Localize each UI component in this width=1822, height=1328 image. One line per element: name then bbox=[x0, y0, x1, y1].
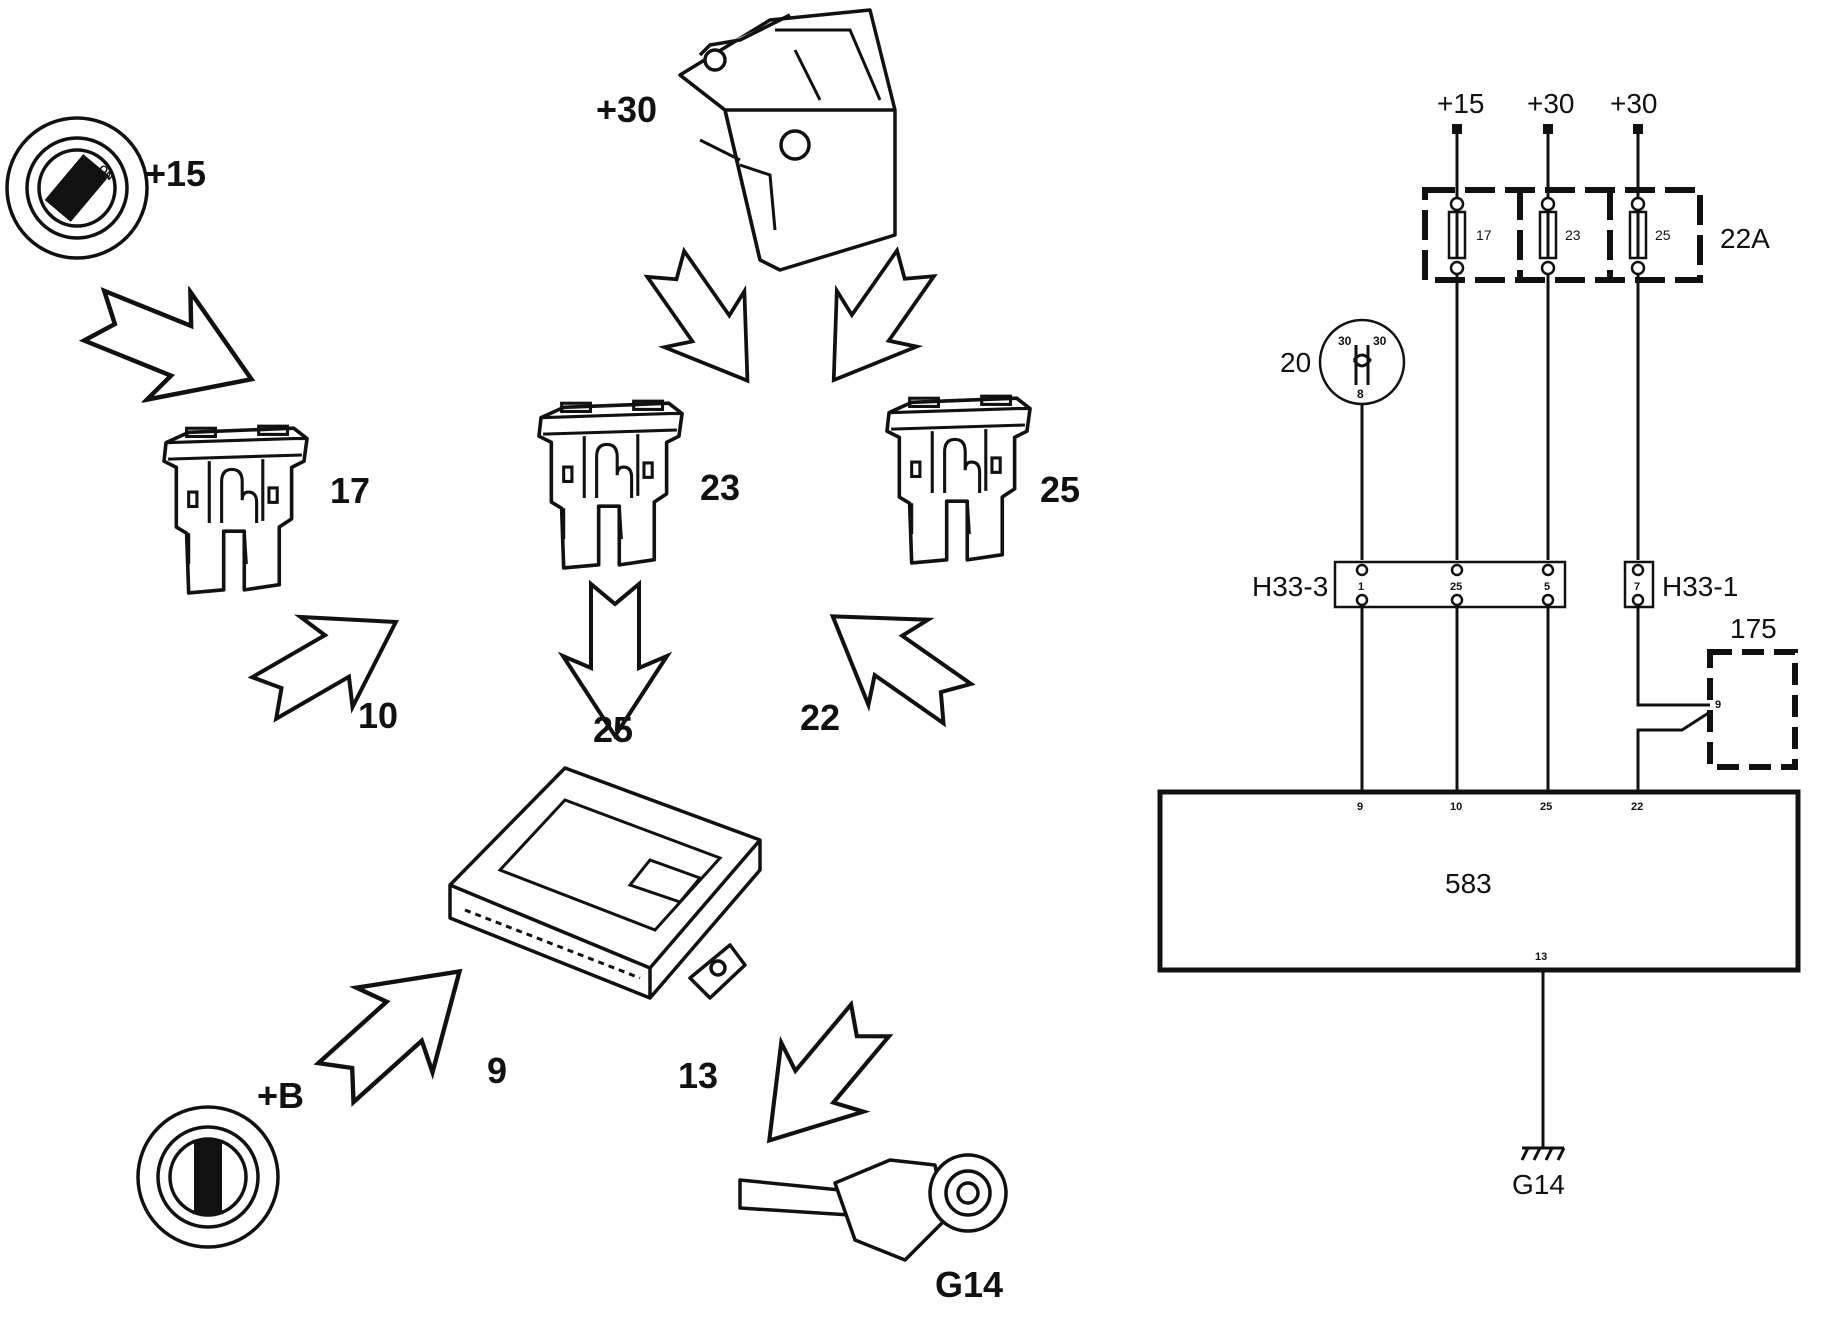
switch-terminal-a: 30 bbox=[1338, 334, 1352, 348]
module-pin-13: 13 bbox=[1535, 951, 1547, 963]
fuse-box-label: 22A bbox=[1720, 223, 1770, 254]
pin-label-22: 22 bbox=[800, 697, 840, 738]
connector-right-label: H33-1 bbox=[1662, 571, 1738, 602]
switch-label: 20 bbox=[1280, 347, 1311, 378]
power-switch-b bbox=[136, 1105, 280, 1249]
fuse-label-25: 25 bbox=[1040, 469, 1080, 510]
h33-3-pin-25: 25 bbox=[1450, 581, 1462, 593]
battery-label: +30 bbox=[596, 89, 657, 130]
battery-icon bbox=[678, 8, 897, 272]
optional-module-label: 175 bbox=[1730, 613, 1777, 644]
schematic-fuse-23-num: 23 bbox=[1565, 227, 1581, 243]
switch-terminal-b: 30 bbox=[1373, 334, 1387, 348]
ignition-label: +15 bbox=[145, 153, 206, 194]
pin-label-25: 25 bbox=[593, 709, 633, 750]
fuse-25-icon bbox=[885, 394, 1032, 565]
arrow-module-to-ground bbox=[728, 986, 911, 1175]
fuse-box-22a bbox=[1422, 187, 1703, 283]
supply-label-15: +15 bbox=[1437, 88, 1485, 119]
schematic-fuse-25-num: 25 bbox=[1655, 227, 1671, 243]
arrow-battery-to-fuse-25 bbox=[794, 235, 956, 408]
supply-terminal-2 bbox=[1543, 124, 1553, 134]
supply-terminal-3 bbox=[1633, 124, 1643, 134]
ground-label-pictorial: G14 bbox=[935, 1264, 1003, 1305]
h33-3-pin-1: 1 bbox=[1358, 581, 1364, 593]
fuse-label-17: 17 bbox=[330, 470, 370, 511]
connector-h33-3 bbox=[1333, 560, 1567, 609]
power-label: +B bbox=[257, 1075, 304, 1116]
arrow-power-to-module bbox=[298, 929, 498, 1125]
module-583 bbox=[1157, 789, 1801, 973]
ground-label-schematic: G14 bbox=[1512, 1169, 1565, 1200]
arrow-ignition-to-fuse bbox=[72, 262, 273, 433]
ground-terminal-icon bbox=[738, 1153, 1008, 1262]
supply-terminal-1 bbox=[1452, 124, 1462, 134]
fuse-23-icon bbox=[537, 399, 684, 570]
control-module-icon bbox=[448, 766, 762, 1000]
ignition-switch-on: ON bbox=[5, 116, 149, 260]
h33-1-pin-7: 7 bbox=[1634, 581, 1640, 593]
fuse-label-23: 23 bbox=[700, 467, 740, 508]
schematic: +15 +30 +30 22A 17 23 25 bbox=[1157, 88, 1801, 1200]
pin-label-10: 10 bbox=[358, 695, 398, 736]
h33-3-pin-5: 5 bbox=[1544, 581, 1550, 593]
schematic-fuse-17-num: 17 bbox=[1476, 227, 1492, 243]
module-pin-9: 9 bbox=[1357, 801, 1363, 813]
module-label: 583 bbox=[1445, 868, 1492, 899]
connector-left-label: H33-3 bbox=[1252, 571, 1328, 602]
optional-module-175 bbox=[1707, 649, 1798, 770]
module-pin-in-label: 9 bbox=[487, 1050, 507, 1091]
ground-symbol-icon bbox=[1520, 1146, 1566, 1161]
supply-label-30-a: +30 bbox=[1527, 88, 1575, 119]
switch-terminal-c: 8 bbox=[1357, 387, 1364, 401]
module-pin-10: 10 bbox=[1450, 801, 1462, 813]
fuse-17-icon bbox=[162, 424, 309, 595]
module-pin-out-label: 13 bbox=[678, 1055, 718, 1096]
module-pin-25: 25 bbox=[1540, 801, 1552, 813]
optional-module-pin: 9 bbox=[1715, 699, 1721, 711]
supply-label-30-b: +30 bbox=[1610, 88, 1658, 119]
module-pin-22: 22 bbox=[1631, 801, 1643, 813]
